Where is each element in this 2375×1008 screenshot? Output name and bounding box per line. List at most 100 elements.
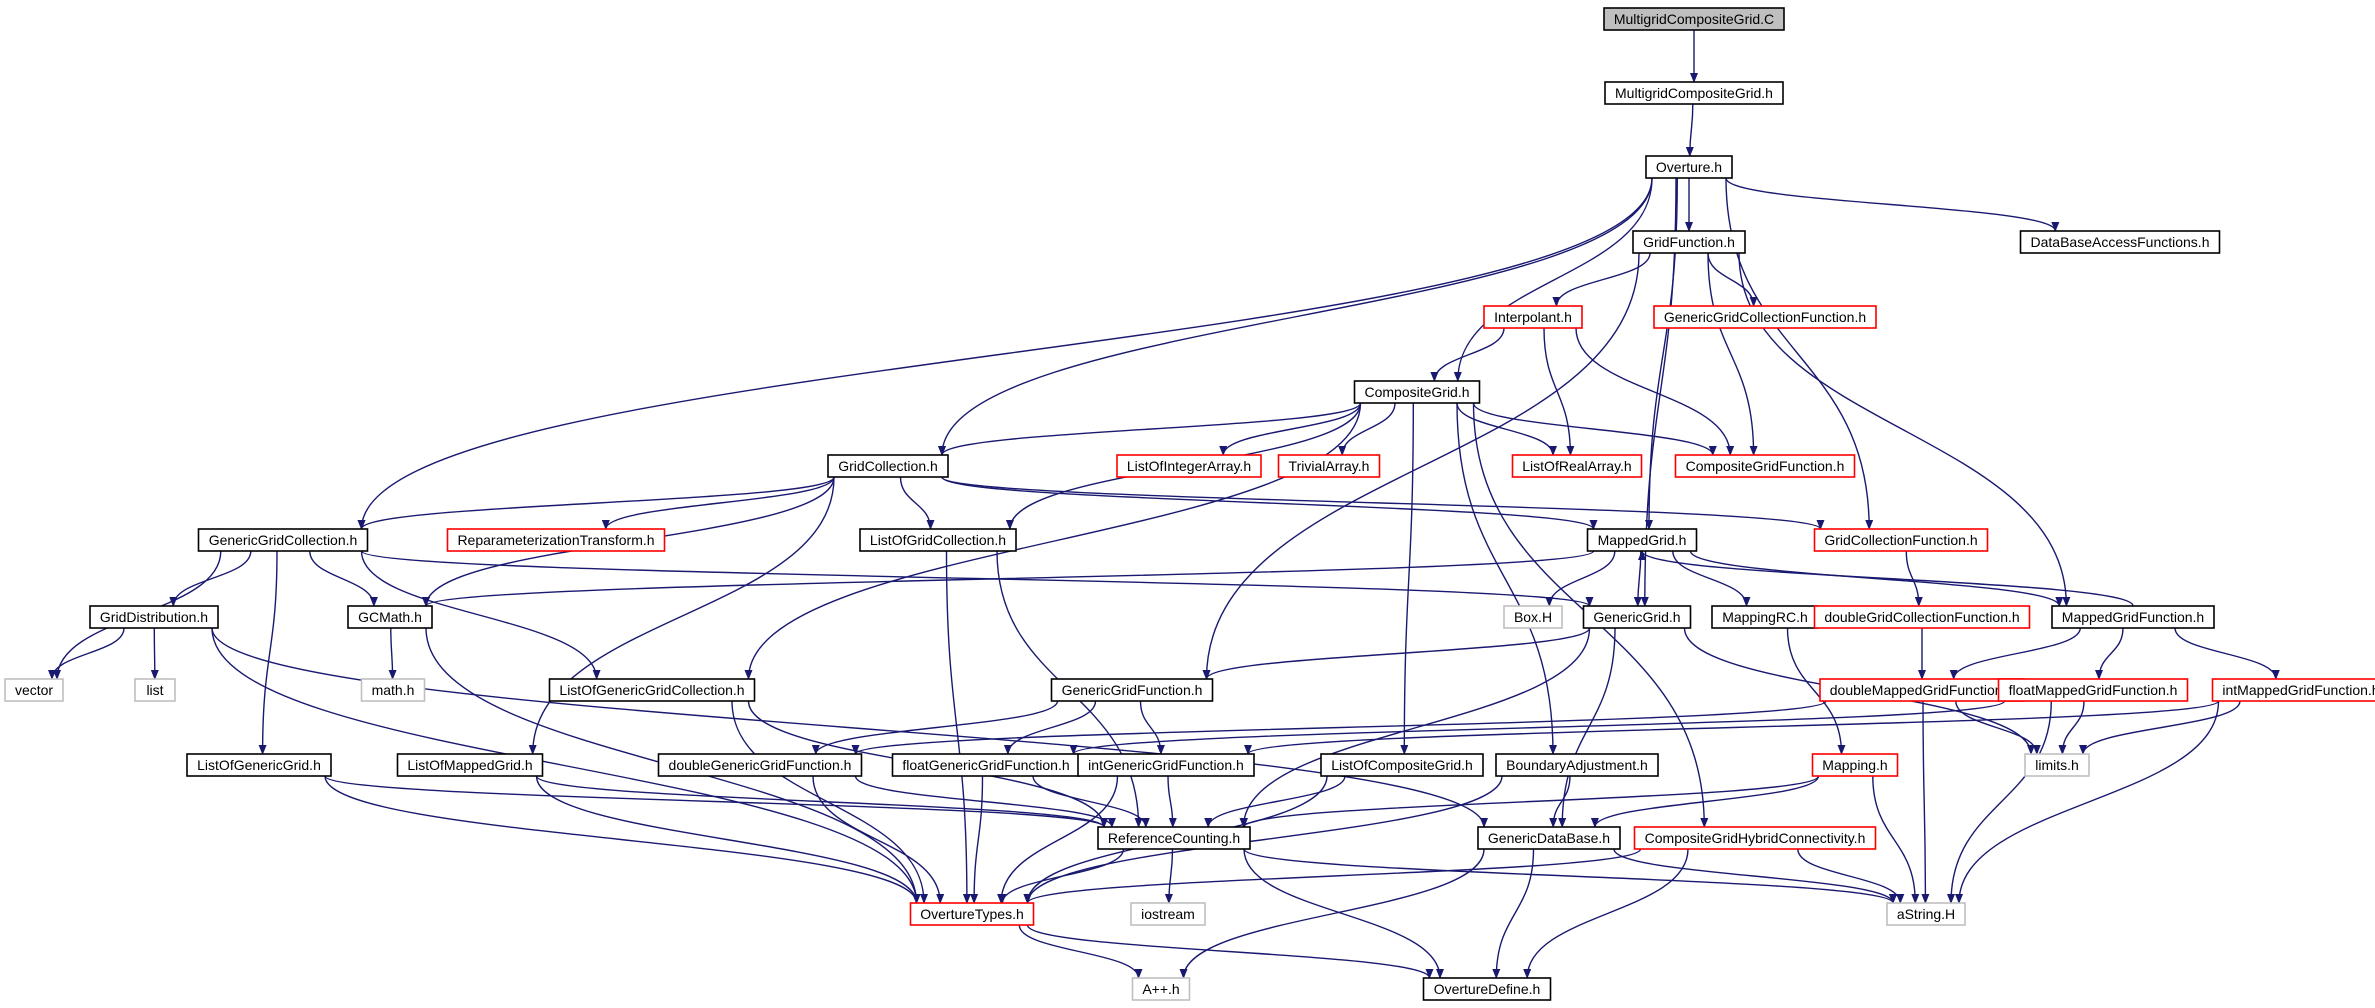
node-compgrid[interactable]: CompositeGrid.h <box>1353 380 1481 404</box>
edge-gdb-to-ovdefine <box>1492 848 1535 979</box>
node-mgc-C[interactable]: MultigridCompositeGrid.C <box>1603 7 1785 31</box>
node-mathh[interactable]: math.h <box>360 678 426 702</box>
node-box <box>1633 826 1877 850</box>
node-dggcf[interactable]: doubleGridCollectionFunction.h <box>1813 605 2031 629</box>
node-overture[interactable]: Overture.h <box>1645 155 1733 179</box>
node-fmgf[interactable]: floatMappedGridFunction.h <box>1997 678 2189 702</box>
node-box <box>197 528 369 552</box>
node-label: MappingRC.h <box>1722 609 1808 625</box>
node-loia[interactable]: ListOfIntegerArray.h <box>1116 454 1262 478</box>
node-gcmath[interactable]: GCMath.h <box>347 605 433 629</box>
node-griddist[interactable]: GridDistribution.h <box>89 605 219 629</box>
node-label: intMappedGridFunction.h <box>2222 682 2375 698</box>
node-logg[interactable]: ListOfGenericGrid.h <box>186 753 332 777</box>
node-label: MappedGrid.h <box>1598 532 1687 548</box>
node-label: math.h <box>372 682 415 698</box>
edge-fmgf-to-astring <box>1947 700 2052 904</box>
node-refcount[interactable]: ReferenceCounting.h <box>1097 826 1251 850</box>
edge-overture-to-dbaf <box>1725 177 2060 232</box>
edge-compgrid-to-loia <box>1219 402 1362 456</box>
edge-overture-to-ggc <box>357 177 1653 530</box>
node-ovdefine[interactable]: OvertureDefine.h <box>1422 977 1552 1001</box>
edge-fggf-to-refcount <box>1032 775 1150 828</box>
node-logc[interactable]: ListOfGridCollection.h <box>859 528 1017 552</box>
edge-refcount-to-astring <box>1243 848 1897 904</box>
node-fggf[interactable]: floatGenericGridFunction.h <box>891 753 1081 777</box>
node-cgf[interactable]: CompositeGridFunction.h <box>1674 454 1856 478</box>
edge-logc-to-ovtypes <box>945 550 971 904</box>
edge-overture-to-compgrid <box>1453 177 1653 382</box>
node-cghc[interactable]: CompositeGridHybridConnectivity.h <box>1633 826 1877 850</box>
node-reparam[interactable]: ReparameterizationTransform.h <box>446 528 666 552</box>
node-mapping[interactable]: Mapping.h <box>1811 753 1899 777</box>
node-mappedgrid[interactable]: MappedGrid.h <box>1586 528 1698 552</box>
node-label: ListOfCompositeGrid.h <box>1331 757 1473 773</box>
node-gridcoll[interactable]: GridCollection.h <box>827 454 949 478</box>
node-dbaf[interactable]: DataBaseAccessFunctions.h <box>2019 230 2221 254</box>
node-iggf[interactable]: intGenericGridFunction.h <box>1077 753 1255 777</box>
edge-compgrid-to-locg <box>1400 402 1414 755</box>
edge-gridcoll-to-ggc <box>357 476 835 530</box>
node-label: GenericGridCollection.h <box>209 532 358 548</box>
node-mappingrc[interactable]: MappingRC.h <box>1711 605 1819 629</box>
node-app[interactable]: A++.h <box>1131 977 1191 1001</box>
node-box <box>186 753 332 777</box>
node-lomg[interactable]: ListOfMappedGrid.h <box>396 753 544 777</box>
node-loggc[interactable]: ListOfGenericGridCollection.h <box>548 678 756 702</box>
node-interp[interactable]: Interpolant.h <box>1483 305 1583 329</box>
node-gcf[interactable]: GridCollectionFunction.h <box>1813 528 1989 552</box>
node-label: aString.H <box>1897 906 1955 922</box>
node-limits[interactable]: limits.h <box>2024 753 2090 777</box>
node-box <box>89 605 219 629</box>
node-dggf[interactable]: doubleGenericGridFunction.h <box>657 753 863 777</box>
node-label: TrivialArray.h <box>1289 458 1370 474</box>
node-box <box>2019 230 2221 254</box>
edge-compgrid-to-lora <box>1456 402 1557 456</box>
node-ggcf[interactable]: GenericGridCollectionFunction.h <box>1653 305 1877 329</box>
node-label: CompositeGridFunction.h <box>1686 458 1845 474</box>
node-label: ReparameterizationTransform.h <box>457 532 654 548</box>
node-ggf[interactable]: GenericGridFunction.h <box>1050 678 1214 702</box>
edge-mgc-h-to-overture <box>1685 103 1694 157</box>
node-trivial[interactable]: TrivialArray.h <box>1277 454 1381 478</box>
edge-dmgf-to-limits <box>1955 700 2041 755</box>
edge-mgf-to-imgf <box>2174 627 2280 680</box>
node-box <box>1586 528 1698 552</box>
node-box <box>347 605 433 629</box>
edge-genericgrid-to-refcount <box>1239 627 1591 828</box>
node-lora[interactable]: ListOfRealArray.h <box>1511 454 1643 478</box>
node-vector[interactable]: vector <box>4 678 64 702</box>
node-dmgf[interactable]: doubleMappedGridFunction.h <box>1819 678 2025 702</box>
node-layer: MultigridCompositeGrid.C MultigridComposi… <box>4 7 2375 1001</box>
node-label: ListOfGenericGrid.h <box>197 757 321 773</box>
node-imgf[interactable]: intMappedGridFunction.h <box>2211 678 2375 702</box>
node-box <box>909 902 1035 926</box>
edge-cghc-to-astring <box>1797 848 1905 904</box>
node-genericgrid[interactable]: GenericGrid.h <box>1582 605 1692 629</box>
node-mgf[interactable]: MappedGridFunction.h <box>2051 605 2215 629</box>
node-label: OvertureDefine.h <box>1434 981 1541 997</box>
edge-gdb-to-app <box>1179 848 1485 979</box>
edge-fmgf-to-fggf <box>1069 700 2006 755</box>
node-boxh[interactable]: Box.H <box>1503 605 1563 629</box>
edge-griddist-to-list <box>150 627 159 680</box>
node-gdb[interactable]: GenericDataBase.h <box>1477 826 1621 850</box>
node-mgc-h[interactable]: MultigridCompositeGrid.h <box>1604 81 1784 105</box>
edge-cghc-to-ovdefine <box>1523 848 1689 979</box>
node-box <box>446 528 666 552</box>
edge-mapping-to-astring <box>1872 775 1920 904</box>
node-ggc[interactable]: GenericGridCollection.h <box>197 528 369 552</box>
node-label: GenericDataBase.h <box>1488 830 1610 846</box>
node-iostream[interactable]: iostream <box>1130 902 1206 926</box>
node-astring[interactable]: aString.H <box>1886 902 1966 926</box>
node-locg[interactable]: ListOfCompositeGrid.h <box>1320 753 1484 777</box>
node-label: ListOfIntegerArray.h <box>1127 458 1251 474</box>
node-label: ListOfGenericGridCollection.h <box>559 682 744 698</box>
node-box <box>1886 902 1966 926</box>
node-label: iostream <box>1141 906 1195 922</box>
node-list[interactable]: list <box>134 678 176 702</box>
node-ovtypes[interactable]: OvertureTypes.h <box>909 902 1035 926</box>
node-gridfunc[interactable]: GridFunction.h <box>1632 230 1746 254</box>
node-badj[interactable]: BoundaryAdjustment.h <box>1495 753 1659 777</box>
